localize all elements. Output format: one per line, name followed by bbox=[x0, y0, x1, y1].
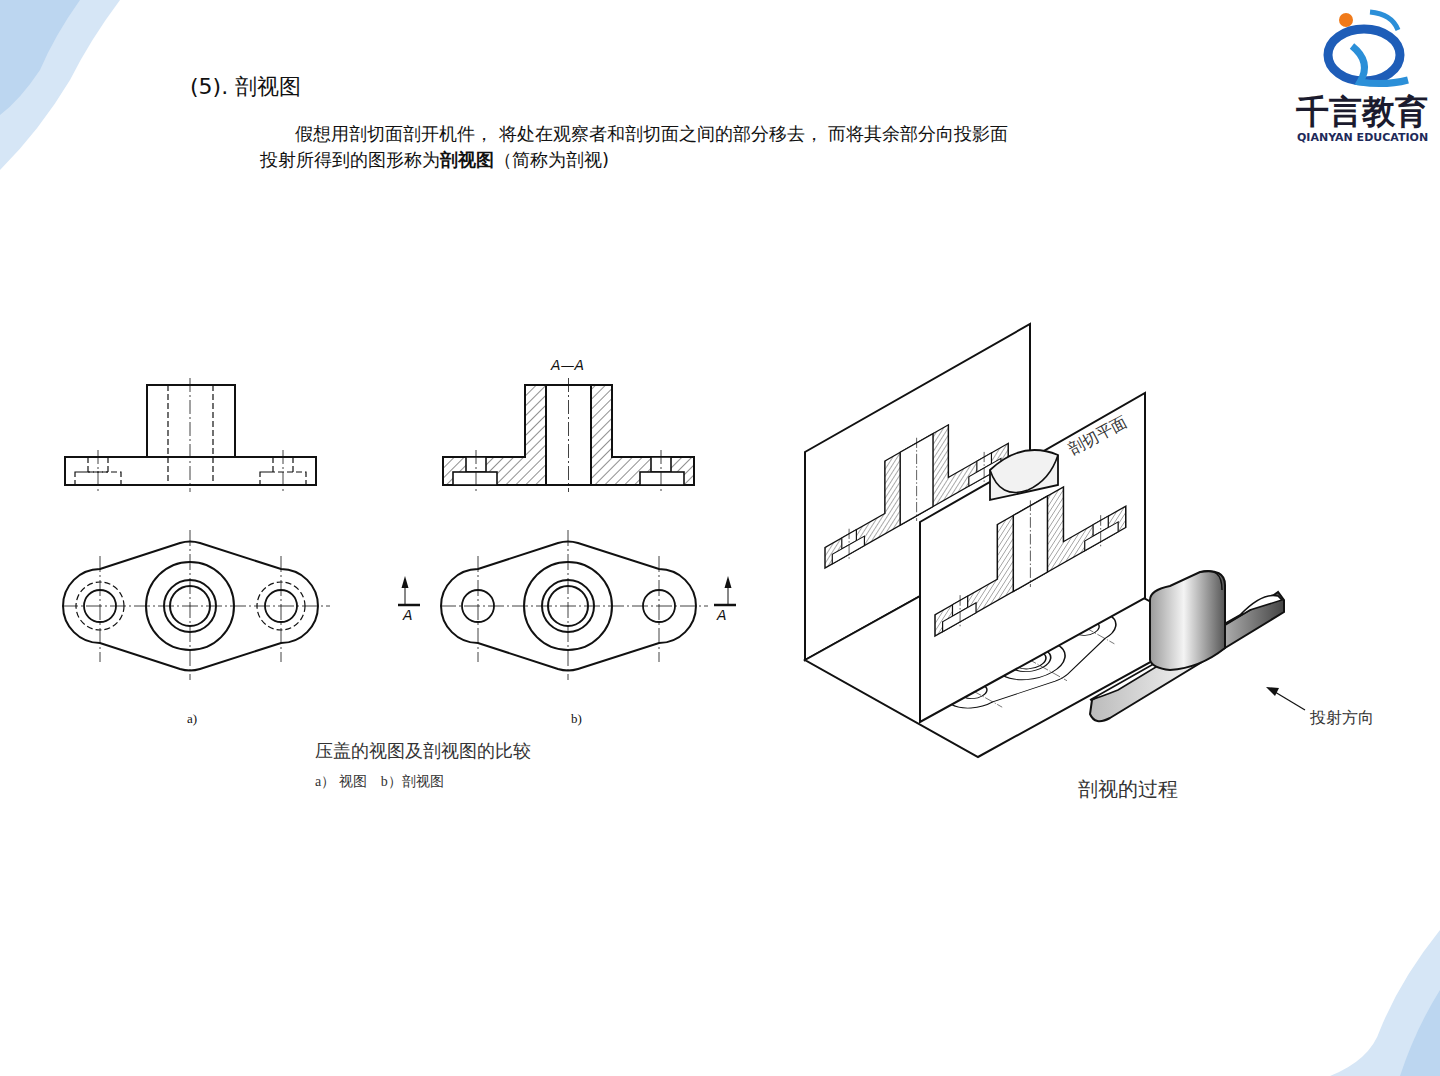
drawing-rect bbox=[65, 457, 316, 485]
logo-subtext: QIANYAN EDUCATION bbox=[1297, 131, 1428, 144]
drawing-rect bbox=[147, 385, 235, 457]
top-view-b bbox=[440, 530, 708, 680]
definition-note: （简称为剖视) bbox=[494, 149, 609, 170]
drawing-line bbox=[98, 450, 99, 492]
drawing-line bbox=[1275, 692, 1305, 710]
cutting-plane-mark bbox=[398, 576, 736, 605]
drawing-path bbox=[0, 0, 120, 170]
drawing-path bbox=[920, 393, 1145, 722]
figure-label: b) bbox=[571, 711, 582, 727]
drawing-path bbox=[990, 450, 1058, 500]
drawing-circle bbox=[257, 582, 305, 630]
drawing-path bbox=[725, 576, 732, 588]
drawing-path bbox=[1352, 46, 1408, 84]
definition-text: 假想用剖切面剖开机件， 将处在观察者和剖切面之间的部分移去， 而将其余部分向投影… bbox=[260, 123, 1008, 170]
drawing-g bbox=[98, 378, 283, 492]
cutting-plane bbox=[920, 393, 1145, 722]
top-view-a bbox=[62, 530, 330, 680]
drawing-line bbox=[190, 378, 191, 492]
drawing-path bbox=[1200, 571, 1222, 590]
drawing-line bbox=[283, 450, 284, 492]
section-view-b bbox=[443, 378, 694, 492]
drawing-g bbox=[75, 385, 306, 485]
figure-caption: 压盖的视图及剖视图的比较 bbox=[315, 741, 531, 763]
cutting-plane-letter: A bbox=[717, 607, 727, 624]
front-view bbox=[65, 378, 316, 492]
definition-paragraph: 假想用剖切面剖开机件， 将处在观察者和剖切面之间的部分移去， 而将其余部分向投影… bbox=[260, 121, 1020, 173]
drawing-path bbox=[990, 455, 1058, 493]
cutting-plane-letter: A bbox=[403, 607, 413, 624]
drawing-circle bbox=[1339, 13, 1353, 27]
drawing-path bbox=[1150, 571, 1225, 670]
slide-title: (5). 剖视图 bbox=[190, 74, 301, 100]
drawing-path bbox=[1370, 12, 1398, 30]
figure-subcaption: a） 视图 b）剖视图 bbox=[315, 774, 444, 791]
drawing-line bbox=[167, 385, 168, 485]
drawing-path bbox=[1400, 990, 1440, 1076]
drawing-line bbox=[212, 385, 213, 485]
drawing-path bbox=[0, 0, 80, 115]
drawing-circle bbox=[76, 582, 124, 630]
drawing-path bbox=[402, 576, 409, 588]
drawing-line bbox=[398, 604, 420, 607]
drawing-line bbox=[714, 604, 736, 607]
section-name: A—A bbox=[551, 357, 584, 374]
removed-half bbox=[1090, 571, 1305, 721]
drawing-line bbox=[728, 586, 729, 605]
drawing-path bbox=[1266, 687, 1279, 696]
direction-label: 投射方向 bbox=[1310, 708, 1374, 727]
drawing-line bbox=[405, 586, 406, 605]
key-term: 剖视图 bbox=[440, 149, 494, 170]
drawing-use bbox=[935, 446, 1126, 641]
drawing-path bbox=[1330, 930, 1440, 1076]
logo-mark bbox=[1328, 12, 1408, 84]
figure-caption: 剖视的过程 bbox=[1078, 777, 1178, 801]
figure-label: a) bbox=[187, 711, 197, 727]
counterbore-hidden bbox=[76, 582, 305, 630]
logo-text: 千言教育 bbox=[1296, 92, 1428, 132]
